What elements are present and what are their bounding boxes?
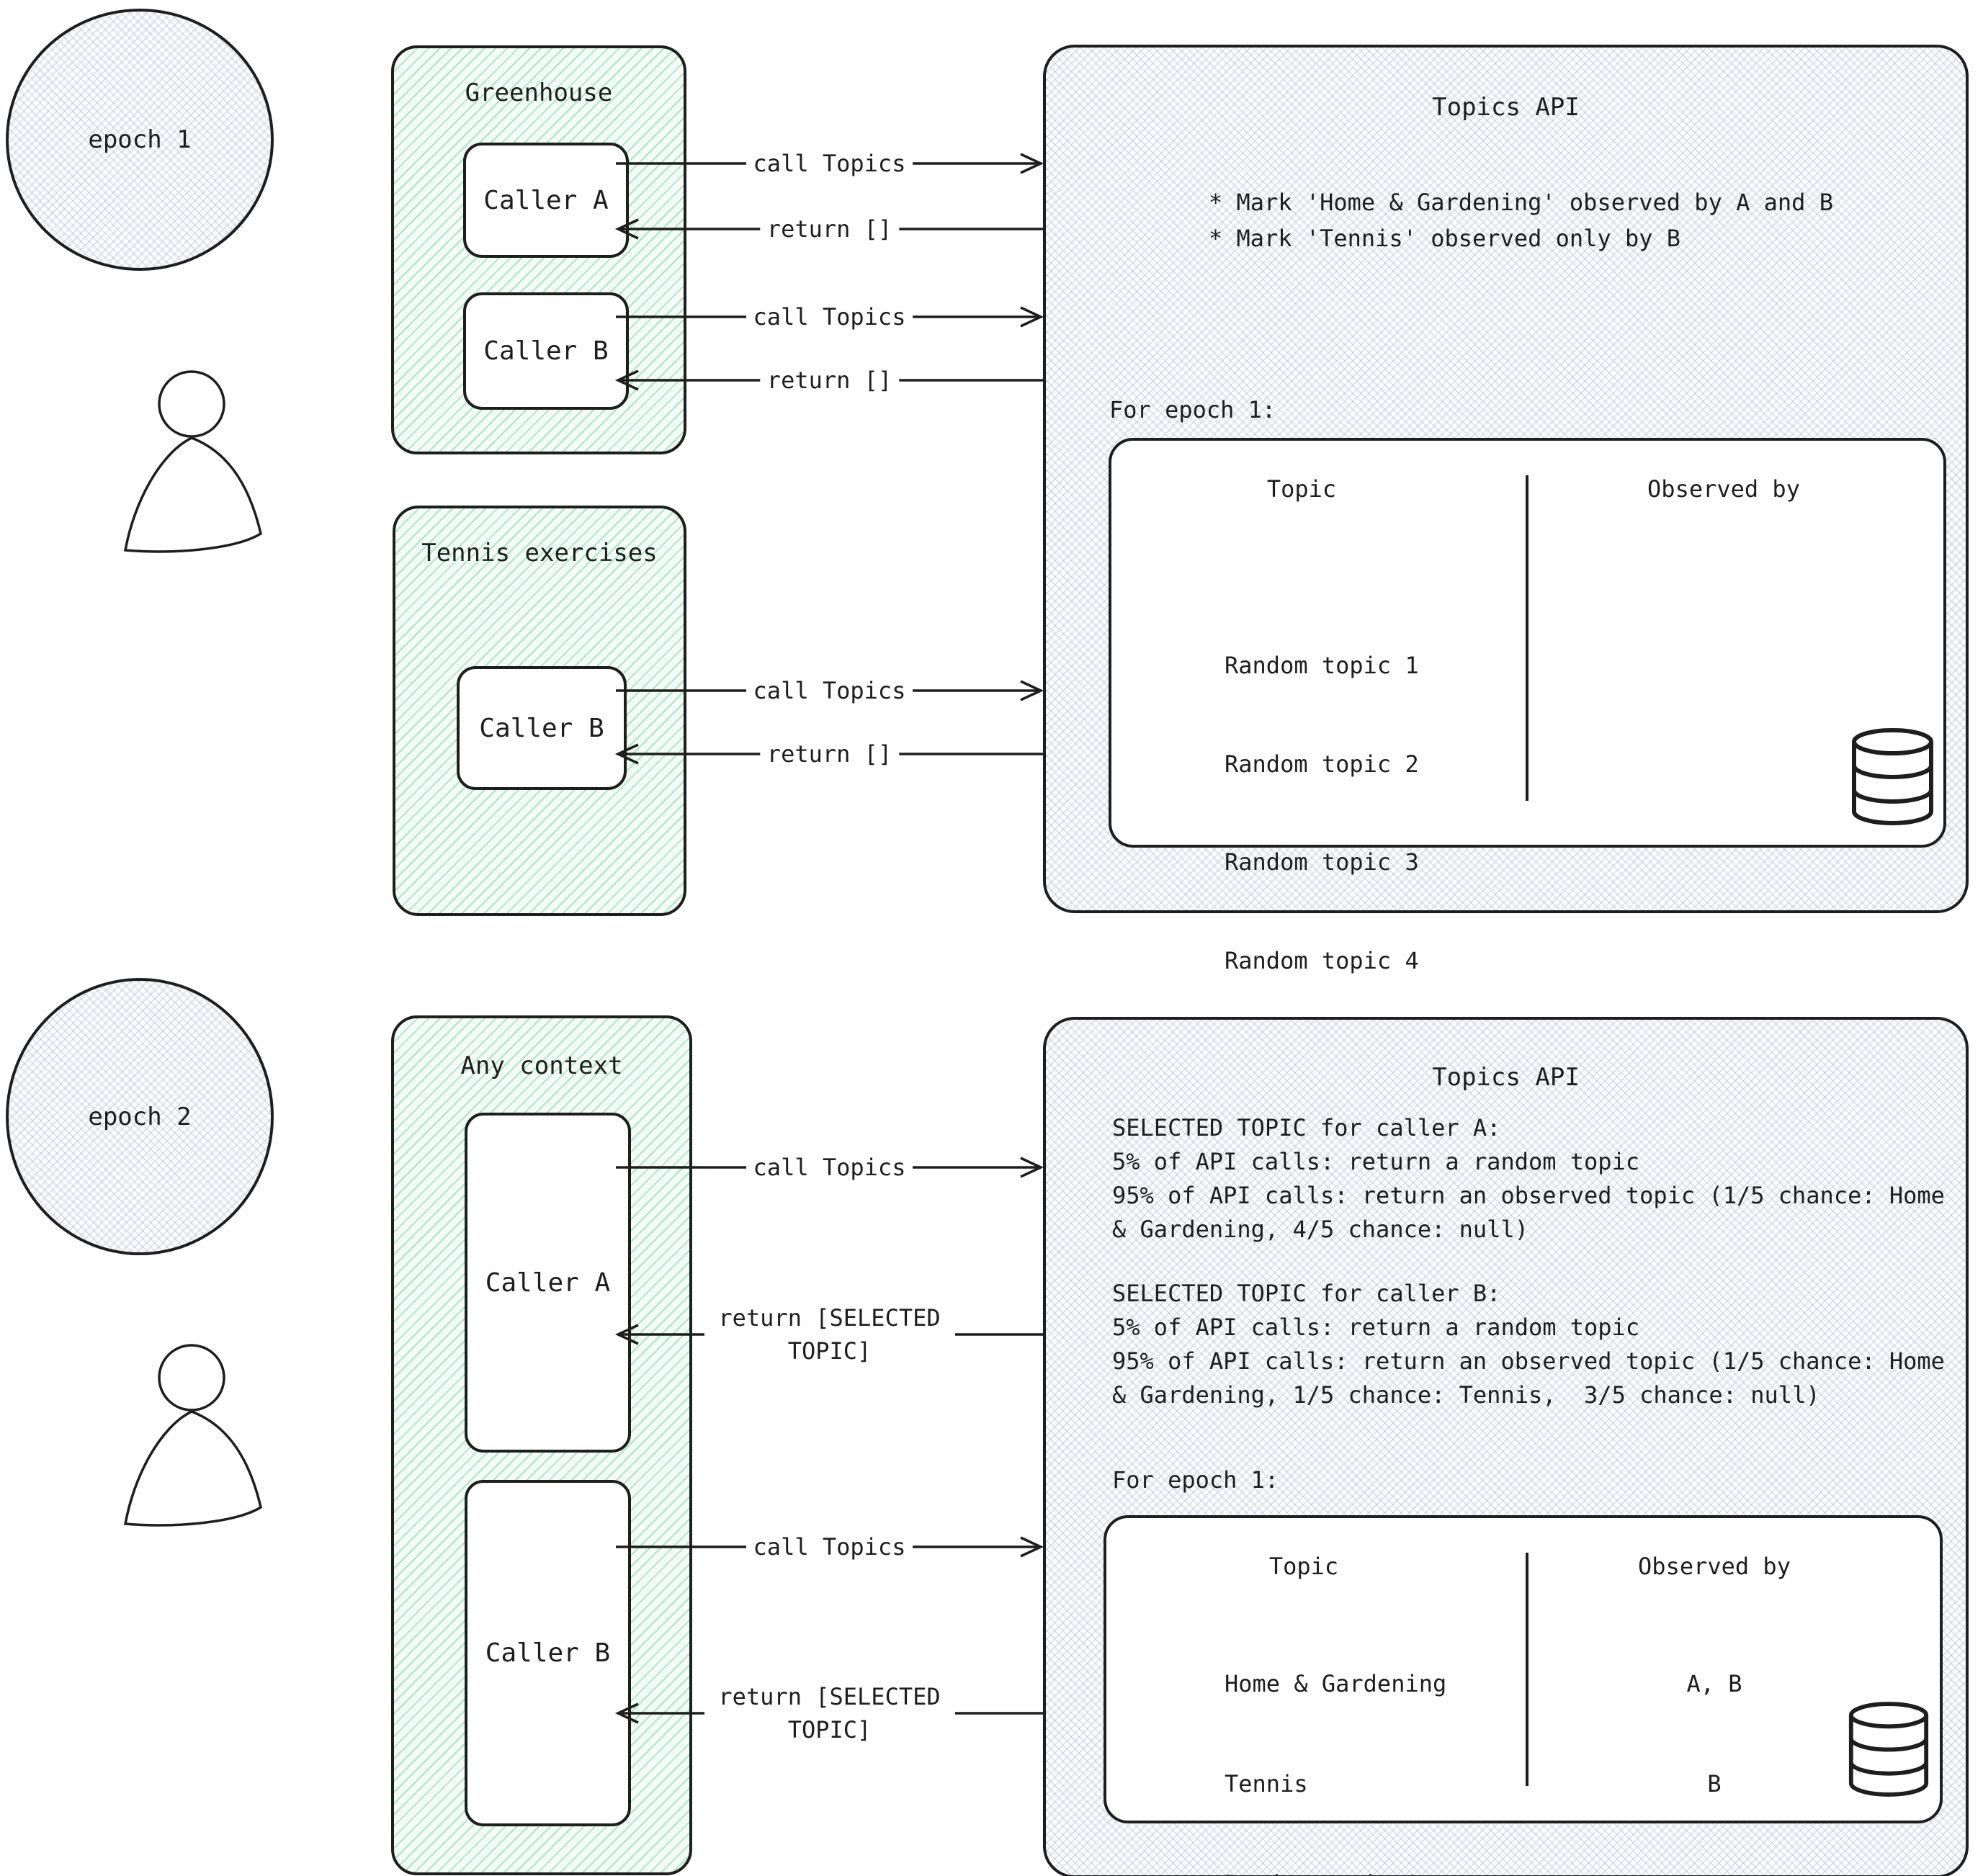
topic-cell: Random topic 1 (1225, 652, 1419, 679)
topics-table-epoch1: Topic Observed by Random topic 1 Random … (1109, 438, 1946, 1072)
topics-api-title: Topics API (1432, 1063, 1580, 1092)
arrow-return-selected-b2: return [SELECTED TOPIC] (614, 1674, 1043, 1753)
person-icon (123, 1344, 262, 1527)
for-epoch-label: For epoch 1: (1109, 396, 1276, 423)
api-text-line: 5% of API calls: return a random topic (1112, 1314, 1640, 1341)
topic-column: Home & Gardening Tennis Random topic 1 R… (1225, 1600, 1446, 1876)
arrow-return-empty-tennis: return [] (614, 732, 1043, 776)
tennis-context-box: Tennis exercises Caller B (393, 506, 686, 916)
caller-b-label: Caller B (479, 713, 604, 743)
epoch-2-label: epoch 2 (88, 1102, 192, 1131)
selected-topic-caller-b-notes: SELECTED TOPIC for caller B: 5% of API c… (1112, 1277, 1945, 1412)
table-divider (1526, 1553, 1528, 1786)
caller-a-box: Caller A (463, 143, 629, 258)
selected-topic-caller-a-notes: SELECTED TOPIC for caller A: 5% of API c… (1112, 1111, 1945, 1247)
arrow-label: return [] (759, 364, 900, 397)
topics-api-panel-epoch1: Topics API * Mark 'Home & Gardening' obs… (1043, 45, 1969, 1072)
topic-cell: Random topic 2 (1225, 750, 1419, 778)
greenhouse-context-box: Greenhouse Caller A Caller B (391, 45, 686, 454)
arrow-call-topics-tennis: call Topics (616, 669, 1044, 712)
api-bullet: * Mark 'Home & Gardening' observed by A … (1209, 189, 1833, 216)
api-text-line: 95% of API calls: return an observed top… (1112, 1182, 1945, 1209)
caller-a-label: Caller A (483, 185, 609, 215)
caller-b-box: Caller B (463, 292, 629, 410)
arrow-label: return [SELECTED TOPIC] (704, 1301, 955, 1368)
caller-a-box: Caller A (465, 1113, 631, 1453)
database-icon (1852, 728, 1933, 825)
arrow-label: call Topics (746, 300, 913, 333)
table-header-observed-by: Observed by (1638, 1553, 1791, 1580)
arrow-label: return [] (759, 212, 900, 246)
table-divider (1526, 475, 1528, 801)
person-icon (123, 370, 262, 553)
arrow-label: call Topics (746, 147, 913, 180)
arrow-return-empty-a: return [] (614, 207, 1043, 251)
table-header-observed-by: Observed by (1647, 475, 1800, 503)
any-context-title: Any context (460, 1051, 623, 1080)
caller-b-label: Caller B (485, 1638, 611, 1668)
topic-cell: Random topic 1 (1225, 1867, 1446, 1876)
topics-api-panel-epoch2: Topics API SELECTED TOPIC for caller A: … (1043, 1017, 1969, 1876)
arrow-call-topics-a2: call Topics (616, 1146, 1044, 1189)
arrow-call-topics-b: call Topics (616, 295, 1044, 338)
for-epoch-label: For epoch 1: (1112, 1466, 1279, 1494)
tennis-title: Tennis exercises (421, 539, 658, 567)
greenhouse-title: Greenhouse (465, 78, 613, 107)
arrow-label: call Topics (746, 1530, 913, 1563)
table-header-topic: Topic (1268, 1553, 1339, 1580)
api-text-line: 95% of API calls: return an observed top… (1112, 1347, 1945, 1375)
arrow-return-selected-a2: return [SELECTED TOPIC] (614, 1295, 1043, 1374)
topics-api-title: Topics API (1432, 93, 1580, 122)
observed-by-column: A, B B (1642, 1600, 1786, 1867)
api-bullet: * Mark 'Tennis' observed only by B (1209, 225, 1681, 252)
any-context-box: Any context Caller A Caller B (391, 1015, 692, 1875)
arrow-call-topics-a: call Topics (616, 142, 1044, 185)
api-text-line: SELECTED TOPIC for caller A: (1112, 1114, 1501, 1141)
arrow-label: call Topics (746, 674, 913, 707)
database-icon (1848, 1702, 1929, 1797)
topic-cell: Random topic 3 (1225, 848, 1419, 876)
api-text-line: & Gardening, 1/5 chance: Tennis, 3/5 cha… (1112, 1381, 1820, 1409)
api-notes: * Mark 'Home & Gardening' observed by A … (1209, 184, 1833, 256)
api-text-line: & Gardening, 4/5 chance: null) (1112, 1216, 1528, 1243)
topic-cell: Random topic 4 (1225, 946, 1419, 974)
tennis-caller-b-box: Caller B (457, 666, 627, 790)
epoch-1-label: epoch 1 (88, 125, 192, 154)
caller-a-label: Caller A (485, 1267, 611, 1298)
topics-table-epoch2: Topic Observed by Home & Gardening Tenni… (1104, 1515, 1943, 1876)
api-text-line: 5% of API calls: return a random topic (1112, 1148, 1640, 1175)
arrow-return-empty-b: return [] (614, 359, 1043, 402)
arrow-label: call Topics (746, 1151, 913, 1184)
observed-cell: A, B (1686, 1669, 1742, 1697)
observed-cell: B (1707, 1770, 1722, 1798)
topic-cell: Tennis (1225, 1770, 1308, 1798)
epoch-1-bubble: epoch 1 (6, 9, 274, 271)
arrow-label: return [SELECTED TOPIC] (704, 1680, 955, 1746)
caller-b-box: Caller B (465, 1480, 631, 1826)
table-header-topic: Topic (1266, 475, 1337, 503)
epoch-2-bubble: epoch 2 (6, 978, 274, 1255)
topic-cell: Home & Gardening (1225, 1669, 1447, 1697)
api-text-line: SELECTED TOPIC for caller B: (1112, 1280, 1501, 1307)
caller-b-label: Caller B (483, 336, 609, 366)
arrow-call-topics-b2: call Topics (616, 1525, 1044, 1568)
arrow-label: return [] (759, 737, 900, 771)
